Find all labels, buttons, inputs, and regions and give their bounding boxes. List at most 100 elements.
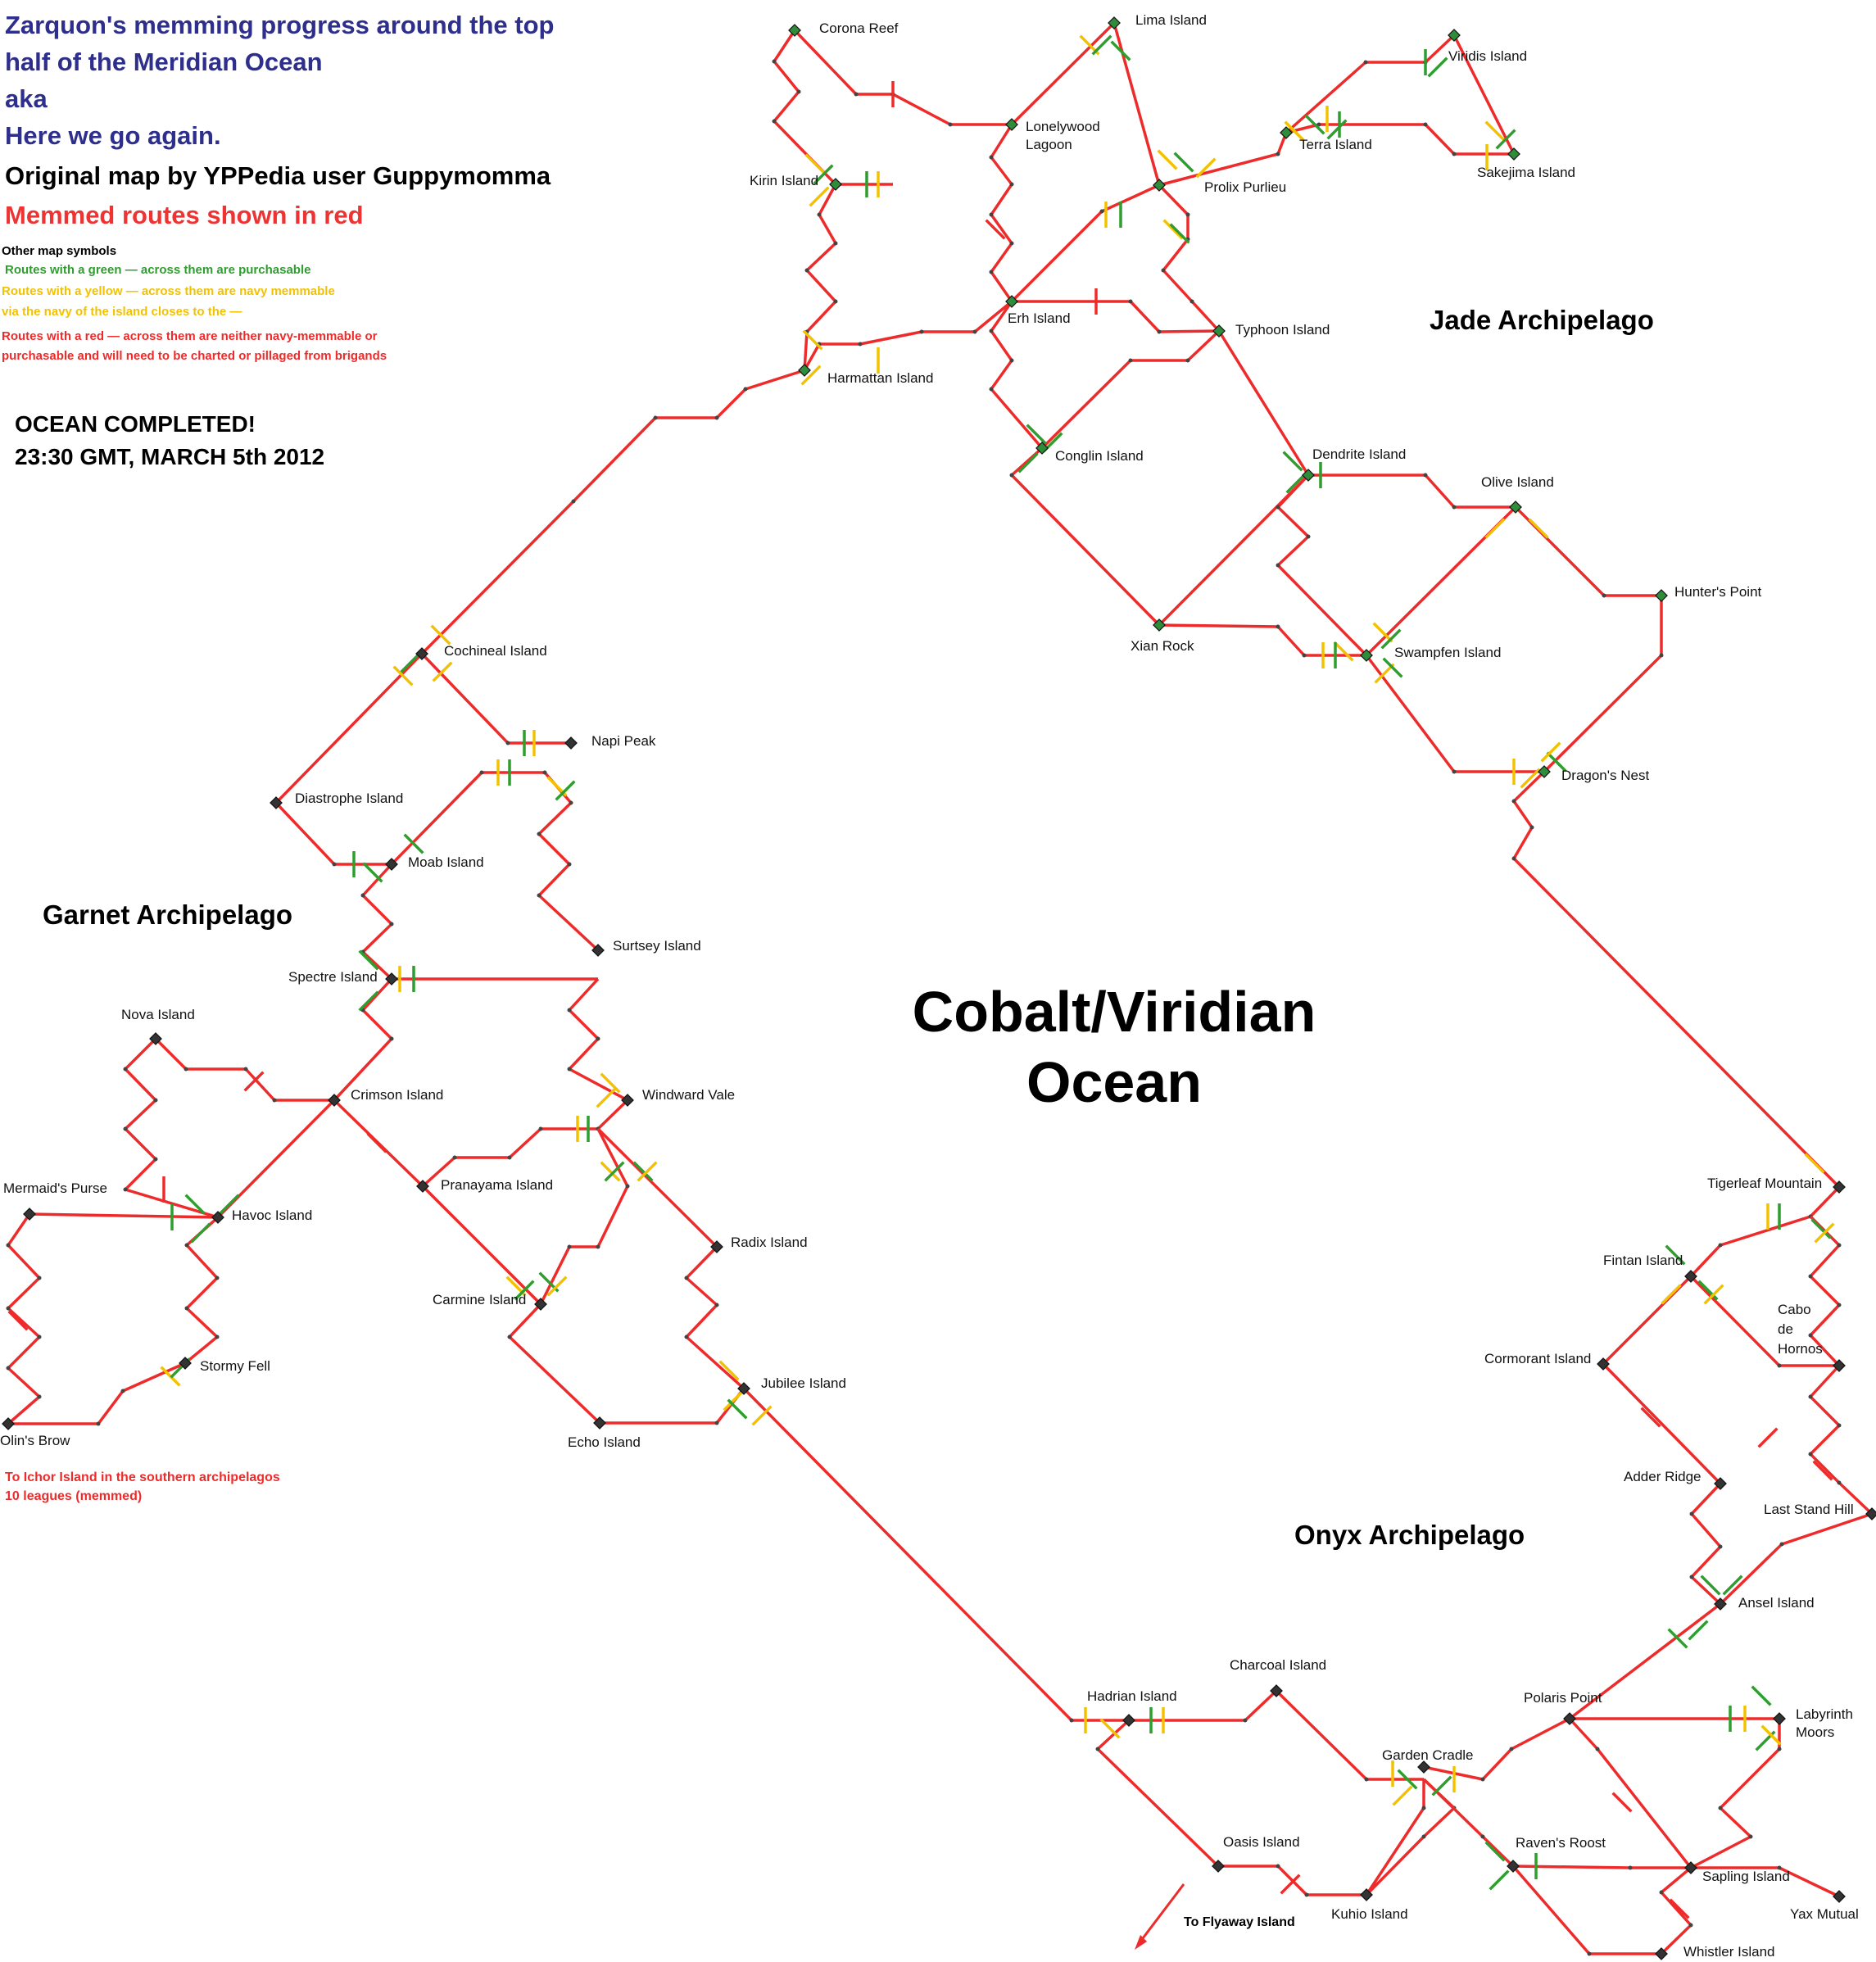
island-node-windward[interactable] — [621, 1094, 634, 1107]
island-node-garden[interactable] — [1417, 1760, 1430, 1774]
island-node-cormorant[interactable] — [1597, 1357, 1610, 1371]
waypoint-dot — [1837, 1243, 1842, 1248]
waypoint-dot — [1748, 1834, 1753, 1839]
unmemmable-mark — [985, 219, 1006, 240]
island-label-hunters: Hunter's Point — [1674, 584, 1762, 600]
island-node-charcoal[interactable] — [1270, 1684, 1283, 1697]
island-node-lonely[interactable] — [1005, 118, 1018, 131]
island-node-whistler[interactable] — [1655, 1947, 1668, 1960]
waypoint-dot — [537, 831, 542, 836]
island-node-erh[interactable] — [1005, 295, 1018, 308]
waypoint-dot — [479, 770, 484, 775]
waypoint-dot — [6, 1306, 11, 1311]
purchasable-mark — [1285, 473, 1307, 494]
island-node-polaris[interactable] — [1563, 1712, 1576, 1725]
island-node-sapling[interactable] — [1684, 1861, 1697, 1874]
island-node-olins[interactable] — [2, 1417, 15, 1430]
navy-memmable-mark — [392, 665, 414, 686]
island-node-cochineal[interactable] — [415, 647, 428, 660]
island-node-viridis[interactable] — [1448, 29, 1461, 42]
island-label-conglin: Conglin Island — [1055, 448, 1144, 464]
island-node-nova[interactable] — [149, 1032, 162, 1045]
island-node-pranayama[interactable] — [416, 1180, 429, 1193]
island-node-swampfen[interactable] — [1360, 649, 1373, 662]
island-node-sakejima[interactable] — [1507, 147, 1520, 161]
navy-memmable-mark — [1484, 518, 1506, 539]
status-line-1: OCEAN COMPLETED! — [15, 411, 256, 437]
island-node-kuhio[interactable] — [1360, 1888, 1373, 1901]
island-node-radix[interactable] — [710, 1240, 723, 1253]
waypoint-dot — [833, 299, 838, 304]
island-node-xian[interactable] — [1153, 619, 1166, 632]
island-node-prolix[interactable] — [1153, 179, 1166, 192]
waypoint-dot — [1779, 1542, 1784, 1547]
island-node-jubilee[interactable] — [737, 1382, 750, 1395]
island-node-diastrophe[interactable] — [270, 796, 283, 809]
waypoint-dot — [1128, 358, 1133, 363]
island-node-echo[interactable] — [593, 1416, 606, 1430]
waypoint-dot — [1808, 1333, 1813, 1338]
ocean-title-line-2: Ocean — [1026, 1050, 1202, 1114]
island-node-kirin[interactable] — [829, 178, 842, 191]
island-label-hadrian: Hadrian Island — [1087, 1688, 1177, 1704]
purchasable-mark — [1722, 1575, 1743, 1596]
waypoint-dot — [243, 1067, 248, 1072]
island-node-napi[interactable] — [564, 736, 578, 750]
island-node-corona[interactable] — [788, 24, 801, 37]
island-node-labyrinth[interactable] — [1773, 1712, 1786, 1725]
island-node-mermaid[interactable] — [23, 1208, 36, 1221]
waypoint-dot — [1185, 212, 1190, 217]
purchasable-mark — [1810, 1218, 1832, 1239]
island-node-surtsey[interactable] — [591, 944, 605, 957]
island-node-dragons[interactable] — [1538, 765, 1551, 778]
island-node-ravens[interactable] — [1507, 1860, 1520, 1873]
island-node-moab[interactable] — [385, 858, 398, 871]
island-node-ansel[interactable] — [1714, 1597, 1727, 1611]
navy-memmable-mark — [751, 1405, 773, 1426]
purchasable-mark — [1427, 57, 1448, 78]
purchasable-mark — [1026, 424, 1047, 445]
island-label-polaris: Polaris Point — [1524, 1690, 1602, 1706]
waypoint-dot — [1099, 209, 1104, 214]
island-node-adder[interactable] — [1714, 1477, 1727, 1490]
island-node-havoc[interactable] — [211, 1211, 224, 1224]
island-node-carmine[interactable] — [534, 1298, 547, 1311]
purchasable-mark — [1169, 223, 1190, 244]
unmemmable-mark — [1669, 1898, 1690, 1919]
island-label-surtsey: Surtsey Island — [613, 938, 701, 954]
island-node-hunters[interactable] — [1655, 589, 1668, 602]
route-52 — [1690, 1482, 1722, 1606]
waypoint-dot — [1529, 825, 1534, 830]
waypoint-dot — [184, 1067, 188, 1072]
waypoint-dot — [1511, 799, 1516, 804]
island-node-oasis[interactable] — [1212, 1860, 1225, 1873]
waypoint-dot — [804, 268, 809, 273]
route-34 — [539, 1128, 629, 1305]
island-node-harmattan[interactable] — [798, 364, 811, 377]
waypoint-dot — [1009, 358, 1014, 363]
waypoint-dot — [567, 1067, 572, 1072]
island-node-conglin[interactable] — [1035, 442, 1049, 455]
waypoint-dot — [215, 1276, 220, 1280]
route-19 — [1365, 596, 1663, 773]
credit-line: Original map by YPPedia user Guppymomma — [5, 161, 551, 190]
island-node-terra[interactable] — [1280, 126, 1293, 139]
waypoint-dot — [1718, 1544, 1723, 1549]
island-node-hadrian[interactable] — [1122, 1714, 1135, 1727]
island-node-olive[interactable] — [1509, 501, 1522, 514]
island-label-ravens: Raven's Roost — [1516, 1835, 1606, 1851]
island-node-yax[interactable] — [1833, 1890, 1846, 1903]
purchasable-mark — [1700, 1575, 1721, 1596]
navy-memmable-mark — [1814, 1222, 1835, 1244]
waypoint-dot — [272, 1098, 277, 1103]
island-node-stormy[interactable] — [179, 1357, 192, 1370]
island-node-typhoon[interactable] — [1212, 324, 1226, 338]
island-node-crimson[interactable] — [328, 1094, 341, 1107]
island-node-spectre[interactable] — [385, 972, 398, 986]
island-node-laststand[interactable] — [1865, 1507, 1876, 1520]
island-node-tigerleaf[interactable] — [1833, 1180, 1846, 1194]
island-node-cabo[interactable] — [1833, 1359, 1846, 1372]
island-node-dendrite[interactable] — [1302, 469, 1315, 482]
island-node-fintan[interactable] — [1684, 1270, 1697, 1283]
island-node-lima[interactable] — [1108, 16, 1121, 29]
